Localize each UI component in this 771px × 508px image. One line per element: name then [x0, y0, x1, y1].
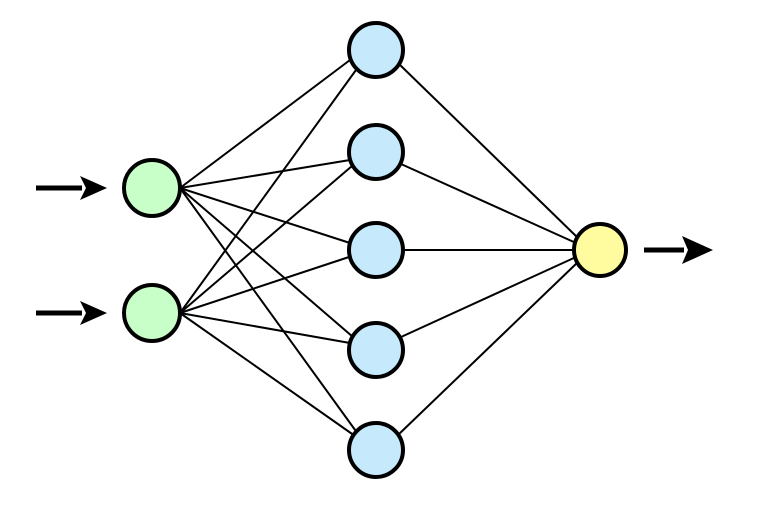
input-arrow-1-head-icon: [80, 176, 107, 200]
node-hidden-4[interactable]: [347, 321, 405, 379]
edge-i1-h3: [179, 187, 351, 244]
edge-i1-h5: [179, 187, 359, 435]
node-input-2[interactable]: [122, 283, 182, 343]
node-input-1[interactable]: [122, 158, 182, 218]
arrow-group: [36, 176, 713, 325]
edge-h2-o1: [400, 163, 577, 244]
edge-h4-o1: [400, 256, 577, 338]
node-output-1[interactable]: [572, 222, 628, 278]
edge-h1-o1: [398, 63, 579, 239]
node-hidden-5[interactable]: [347, 421, 405, 479]
output-arrow-head-icon: [682, 236, 713, 264]
node-hidden-3[interactable]: [347, 221, 405, 279]
input-arrow-2: [36, 301, 107, 325]
node-group: [122, 21, 628, 479]
edge-i2-h2: [179, 165, 353, 314]
edge-i1-h2: [179, 159, 351, 189]
output-arrow: [644, 236, 713, 264]
edge-i2-h1: [179, 69, 357, 314]
edge-i1-h1: [179, 59, 351, 189]
edge-i2-h5: [179, 312, 356, 437]
node-hidden-2[interactable]: [347, 123, 405, 181]
input-arrow-2-head-icon: [80, 301, 107, 325]
node-hidden-1[interactable]: [347, 21, 405, 79]
edge-h5-o1: [397, 261, 579, 436]
edge-i2-h3: [179, 256, 350, 314]
input-arrow-1: [36, 176, 107, 200]
edge-group: [179, 59, 579, 437]
edge-i1-h4: [179, 187, 354, 338]
edge-i2-h4: [179, 312, 351, 344]
